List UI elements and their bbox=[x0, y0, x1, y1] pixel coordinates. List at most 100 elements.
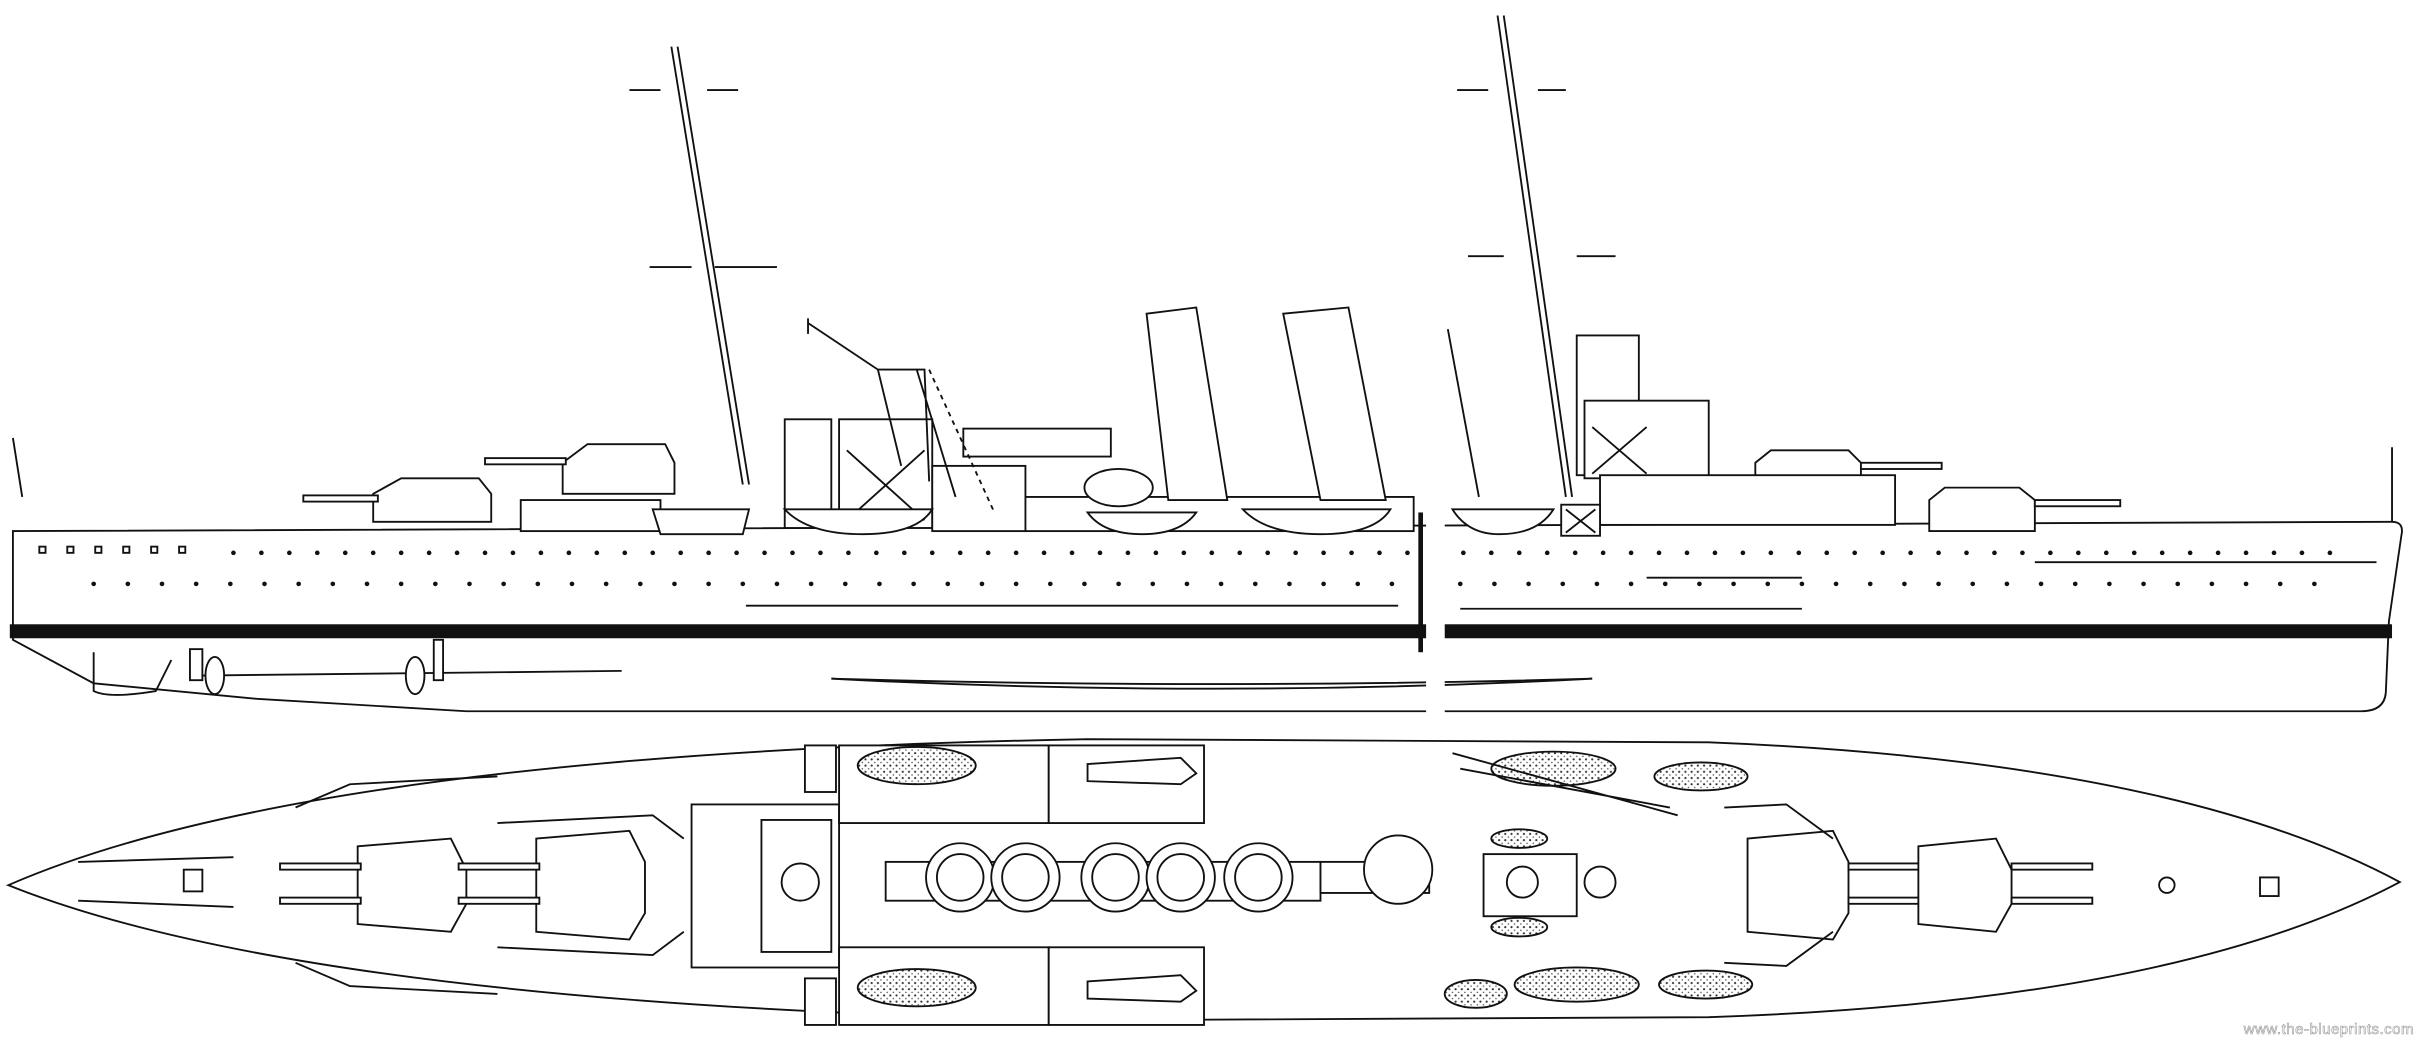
porthole bbox=[1628, 581, 1634, 587]
porthole bbox=[2243, 550, 2249, 556]
porthole bbox=[1150, 581, 1156, 587]
porthole bbox=[929, 550, 935, 556]
porthole bbox=[342, 550, 348, 556]
portholes bbox=[38, 545, 2333, 587]
jackstaff bbox=[11, 437, 2393, 522]
rubbing-strakes bbox=[745, 561, 2377, 610]
porthole bbox=[1457, 581, 1463, 587]
porthole bbox=[1880, 550, 1885, 556]
porthole bbox=[1355, 581, 1361, 587]
porthole bbox=[2076, 550, 2081, 556]
porthole bbox=[2159, 550, 2165, 556]
porthole bbox=[1544, 550, 1550, 556]
porthole bbox=[672, 581, 677, 587]
porthole bbox=[2141, 581, 2146, 587]
porthole bbox=[432, 581, 438, 587]
porthole bbox=[1684, 550, 1690, 556]
porthole bbox=[1516, 550, 1522, 556]
porthole bbox=[38, 545, 47, 554]
porthole bbox=[91, 581, 96, 587]
porthole bbox=[1970, 581, 1976, 587]
porthole bbox=[846, 550, 851, 556]
porthole bbox=[193, 581, 199, 587]
side-elevation bbox=[9, 15, 2403, 713]
porthole bbox=[159, 581, 165, 587]
porthole bbox=[538, 550, 544, 556]
foremast bbox=[1446, 15, 1616, 498]
porthole bbox=[467, 581, 472, 587]
porthole bbox=[1908, 550, 1913, 556]
porthole bbox=[1492, 581, 1497, 587]
porthole bbox=[1768, 550, 1774, 556]
porthole bbox=[314, 550, 320, 556]
keel-line bbox=[92, 652, 173, 696]
porthole bbox=[985, 550, 991, 556]
porthole bbox=[228, 581, 233, 587]
porthole bbox=[1389, 581, 1395, 587]
porthole bbox=[706, 550, 711, 556]
porthole bbox=[1560, 581, 1566, 587]
porthole bbox=[1600, 550, 1606, 556]
porthole bbox=[1405, 550, 1410, 556]
porthole bbox=[1731, 581, 1736, 587]
porthole bbox=[66, 545, 75, 554]
porthole bbox=[2020, 550, 2025, 556]
porthole bbox=[2131, 550, 2137, 556]
porthole bbox=[454, 550, 460, 556]
porthole bbox=[1852, 550, 1858, 556]
porthole bbox=[2038, 581, 2044, 587]
porthole bbox=[1209, 550, 1215, 556]
turret-a bbox=[1928, 486, 2122, 533]
porthole bbox=[877, 581, 882, 587]
porthole bbox=[2243, 581, 2249, 587]
porthole bbox=[1656, 550, 1662, 556]
porthole bbox=[287, 550, 292, 556]
porthole bbox=[259, 550, 264, 556]
porthole bbox=[1047, 581, 1053, 587]
porthole bbox=[740, 581, 746, 587]
porthole bbox=[945, 581, 951, 587]
porthole bbox=[842, 581, 848, 587]
porthole bbox=[1069, 550, 1075, 556]
porthole bbox=[901, 550, 907, 556]
porthole bbox=[1218, 581, 1224, 587]
porthole bbox=[1765, 581, 1771, 587]
porthole bbox=[1125, 550, 1131, 556]
porthole bbox=[370, 550, 376, 556]
porthole bbox=[2215, 550, 2221, 556]
porthole bbox=[637, 581, 643, 587]
porthole bbox=[1488, 550, 1494, 556]
porthole bbox=[364, 581, 370, 587]
porthole bbox=[1265, 550, 1271, 556]
porthole bbox=[94, 545, 103, 554]
porthole bbox=[2187, 550, 2193, 556]
mainmast bbox=[629, 46, 777, 485]
porthole bbox=[2107, 581, 2112, 587]
porthole bbox=[1992, 550, 1997, 556]
porthole bbox=[1796, 550, 1802, 556]
porthole bbox=[231, 550, 236, 556]
porthole bbox=[2277, 581, 2283, 587]
crane bbox=[807, 318, 996, 513]
porthole bbox=[1377, 550, 1382, 556]
porthole bbox=[1697, 581, 1702, 587]
porthole bbox=[650, 550, 656, 556]
porthole bbox=[1628, 550, 1634, 556]
porthole bbox=[1321, 581, 1326, 587]
porthole bbox=[569, 581, 575, 587]
boats-plan bbox=[856, 746, 1754, 1009]
porthole bbox=[622, 550, 628, 556]
porthole bbox=[535, 581, 541, 587]
hull-side bbox=[11, 520, 2403, 713]
funnels-plan bbox=[925, 842, 1294, 913]
porthole bbox=[566, 550, 572, 556]
porthole bbox=[2072, 581, 2078, 587]
porthole bbox=[2175, 581, 2181, 587]
porthole bbox=[1936, 550, 1941, 556]
porthole bbox=[398, 550, 404, 556]
porthole bbox=[2209, 581, 2215, 587]
propellers bbox=[189, 638, 622, 696]
porthole bbox=[1526, 581, 1531, 587]
porthole bbox=[1153, 550, 1159, 556]
porthole bbox=[1867, 581, 1873, 587]
